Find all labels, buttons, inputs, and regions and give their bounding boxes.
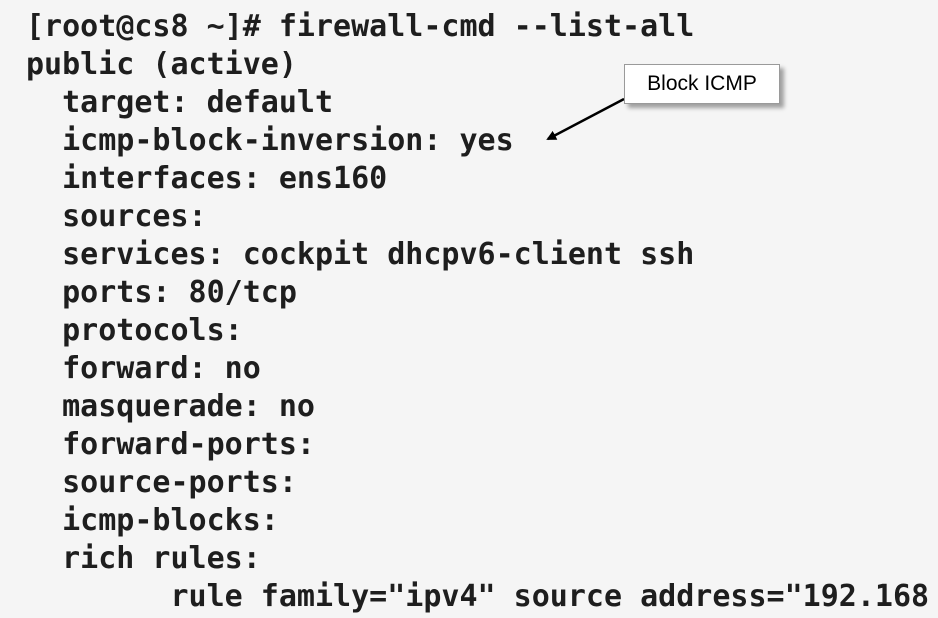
terminal-line-command: [root@cs8 ~]# firewall-cmd --list-all [26, 9, 695, 44]
terminal-line-zone: public (active) [26, 47, 297, 82]
terminal-line-rule: rule family="ipv4" source address="192.1… [26, 579, 930, 614]
terminal-line-masquerade: masquerade: no [26, 389, 315, 424]
terminal-line-forward-ports: forward-ports: [26, 427, 315, 462]
terminal-line-interfaces: interfaces: ens160 [26, 161, 388, 196]
terminal-line-sources: sources: [26, 199, 207, 234]
terminal-line-icmp-block-inversion: icmp-block-inversion: yes [26, 123, 514, 158]
terminal-line-target: target: default [26, 85, 334, 120]
terminal-line-source-ports: source-ports: [26, 465, 297, 500]
terminal-line-services: services: cockpit dhcpv6-client ssh [26, 237, 695, 272]
terminal-line-protocols: protocols: [26, 313, 243, 348]
terminal-line-rich-rules: rich rules: [26, 541, 261, 576]
terminal-line-forward: forward: no [26, 351, 261, 386]
terminal-line-icmp-blocks: icmp-blocks: [26, 503, 279, 538]
callout-block-icmp: Block ICMP [624, 64, 780, 104]
terminal-line-ports: ports: 80/tcp [26, 275, 297, 310]
